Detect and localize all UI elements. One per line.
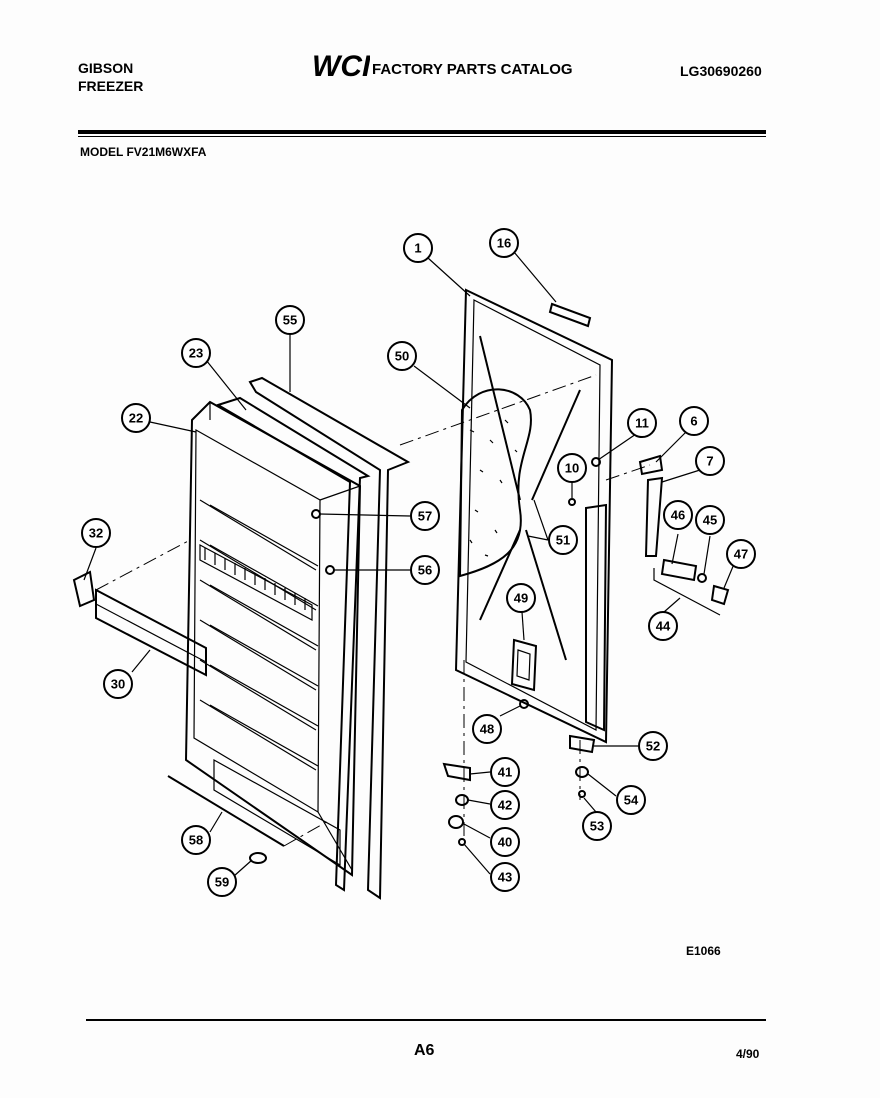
svg-text:57: 57 [418,509,432,524]
svg-text:16: 16 [497,236,511,251]
svg-text:55: 55 [283,313,297,328]
callout-49: 49 [506,583,536,613]
callout-59: 59 [207,867,237,897]
callout-43: 43 [490,862,520,892]
wci-logo-mark: WCI [312,50,371,83]
callout-42: 42 [490,790,520,820]
callout-58: 58 [181,825,211,855]
svg-text:47: 47 [734,547,748,562]
callout-10: 10 [557,453,587,483]
callout-30: 30 [103,669,133,699]
svg-text:41: 41 [498,765,512,780]
callout-6: 6 [679,406,709,436]
svg-text:50: 50 [395,349,409,364]
callout-55: 55 [275,305,305,335]
callout-57: 57 [410,501,440,531]
svg-text:22: 22 [129,411,143,426]
callout-54: 54 [616,785,646,815]
svg-text:49: 49 [514,591,528,606]
wci-logo: WCI [310,50,371,83]
svg-text:11: 11 [635,416,649,431]
svg-text:45: 45 [703,513,717,528]
callout-11: 11 [627,408,657,438]
callout-32: 32 [81,518,111,548]
callout-44: 44 [648,611,678,641]
svg-text:51: 51 [556,533,570,548]
callout-1: 1 [403,233,433,263]
callout-23: 23 [181,338,211,368]
brand-name: GIBSON [78,60,134,76]
handle-bracket [510,638,538,692]
callout-22: 22 [121,403,151,433]
svg-text:59: 59 [215,875,229,890]
footer-rule [86,1019,766,1021]
callout-46: 46 [663,500,693,530]
product-type: FREEZER [78,78,144,94]
callout-45: 45 [695,505,725,535]
catalog-title: FACTORY PARTS CATALOG [372,61,573,78]
drawing-code: E1066 [686,944,721,958]
insulation-pad [458,388,532,578]
svg-text:52: 52 [646,739,660,754]
svg-text:54: 54 [624,793,639,808]
callout-16: 16 [489,228,519,258]
svg-text:58: 58 [189,833,203,848]
header-rule-thin [78,136,766,137]
callout-47: 47 [726,539,756,569]
door-gasket [215,396,371,892]
lock-assembly [653,558,730,616]
svg-text:48: 48 [480,722,494,737]
callout-41: 41 [490,757,520,787]
svg-text:40: 40 [498,835,512,850]
svg-text:23: 23 [189,346,203,361]
svg-text:56: 56 [418,563,432,578]
callout-40: 40 [490,827,520,857]
page-code: A6 [414,1042,435,1059]
end-cap [72,570,96,608]
callout-53: 53 [582,811,612,841]
svg-text:10: 10 [565,461,579,476]
svg-text:44: 44 [656,619,671,634]
svg-text:7: 7 [706,454,713,469]
svg-text:53: 53 [590,819,604,834]
bottom-rod [167,775,331,864]
footer-date: 4/90 [736,1047,760,1061]
svg-text:6: 6 [690,414,697,429]
callout-51: 51 [548,525,578,555]
hinge-top-parts [548,302,664,557]
svg-text:32: 32 [89,526,103,541]
callout-50: 50 [387,341,417,371]
shelf-bar [95,539,207,677]
callout-48: 48 [472,714,502,744]
svg-text:46: 46 [671,508,685,523]
svg-text:1: 1 [414,241,421,256]
hinge-bottom-parts [442,660,596,846]
leader-lines [83,251,735,877]
outer-door-panel [399,288,651,744]
catalog-number: LG30690260 [680,63,762,79]
model-line: MODEL FV21M6WXFA [80,145,207,159]
svg-text:30: 30 [111,677,125,692]
callout-52: 52 [638,731,668,761]
callout-7: 7 [695,446,725,476]
svg-text:42: 42 [498,798,512,813]
door-straps [479,335,581,661]
door-liner [184,400,362,877]
callout-56: 56 [410,555,440,585]
svg-text:43: 43 [498,870,512,885]
header-rule [78,130,766,134]
svg-text:WCI: WCI [312,50,370,80]
breaker-strip [248,376,411,900]
